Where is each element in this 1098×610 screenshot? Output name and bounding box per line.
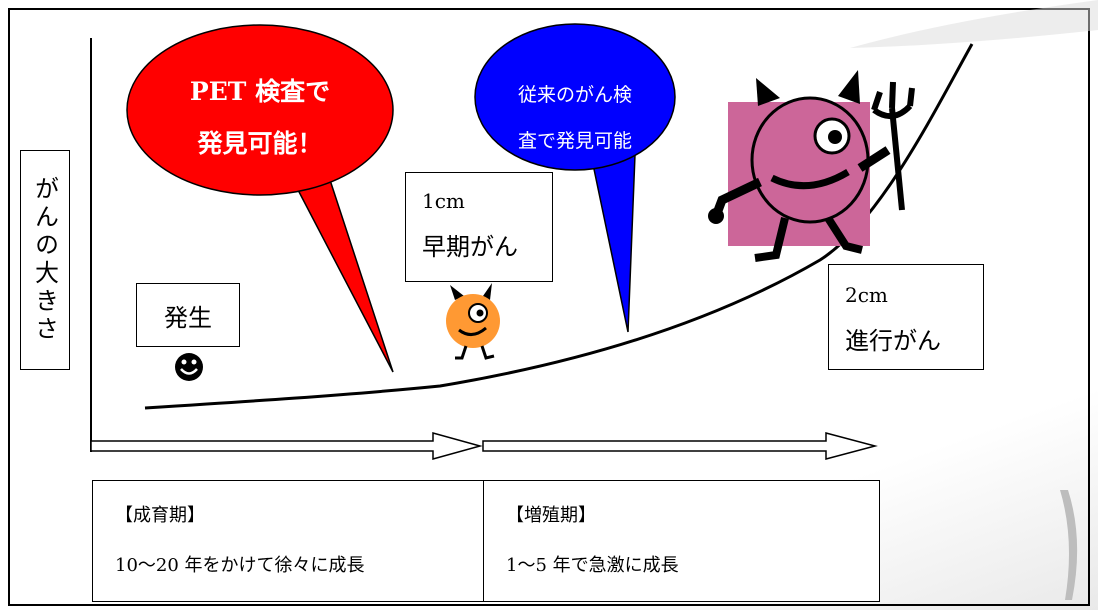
growth-phase-arrow bbox=[90, 432, 483, 460]
onset-box: 発生 bbox=[136, 283, 240, 347]
growth-phase-box: 【成育期】 10〜20 年をかけて徐々に成長 bbox=[92, 480, 484, 602]
pet-callout-body bbox=[126, 24, 394, 196]
pet-callout-line1: PET 検査で bbox=[189, 77, 331, 106]
conventional-callout-tail bbox=[589, 149, 636, 333]
y-axis-label-text: がんの大きさ bbox=[30, 176, 59, 344]
growth-phase-title: 【成育期】 bbox=[115, 505, 205, 526]
pet-callout-line2: 発見可能！ bbox=[197, 129, 323, 158]
growth-phase-description: 10〜20 年をかけて徐々に成長 bbox=[115, 555, 365, 576]
early-cancer-size: 1cm bbox=[422, 189, 465, 213]
onset-label: 発生 bbox=[164, 303, 212, 332]
proliferation-phase-arrow bbox=[482, 432, 878, 460]
decor-swoosh bbox=[1060, 490, 1078, 600]
early-cancer-box: 1cm 早期がん bbox=[405, 172, 553, 282]
conventional-callout-text: 従来のがん検 査で発見可能 bbox=[480, 72, 670, 164]
pet-callout-text: PET 検査で 発見可能！ bbox=[150, 66, 370, 170]
small-devil-icon bbox=[446, 283, 500, 360]
outer-frame bbox=[8, 8, 1090, 606]
conventional-callout-bubble bbox=[474, 23, 676, 333]
decor-swoosh bbox=[850, 0, 1098, 48]
proliferation-phase-box: 【増殖期】 1〜5 年で急激に成長 bbox=[483, 480, 880, 602]
early-cancer-label: 早期がん bbox=[422, 233, 518, 261]
advanced-cancer-label: 進行がん bbox=[845, 327, 941, 355]
proliferation-phase-description: 1〜5 年で急激に成長 bbox=[506, 555, 679, 576]
advanced-cancer-box: 2cm 進行がん bbox=[828, 264, 984, 370]
conventional-callout-line1: 従来のがん検 bbox=[517, 84, 632, 106]
y-axis-label: がんの大きさ bbox=[20, 150, 70, 370]
pet-callout-bubble bbox=[126, 24, 394, 373]
smiley-icon bbox=[175, 353, 203, 381]
pet-callout-tail bbox=[283, 163, 394, 373]
proliferation-phase-title: 【増殖期】 bbox=[506, 505, 596, 526]
conventional-callout-line2: 査で発見可能 bbox=[517, 130, 632, 152]
large-devil-icon bbox=[708, 70, 915, 262]
conventional-callout-body bbox=[474, 23, 676, 171]
advanced-cancer-size: 2cm bbox=[845, 283, 888, 307]
